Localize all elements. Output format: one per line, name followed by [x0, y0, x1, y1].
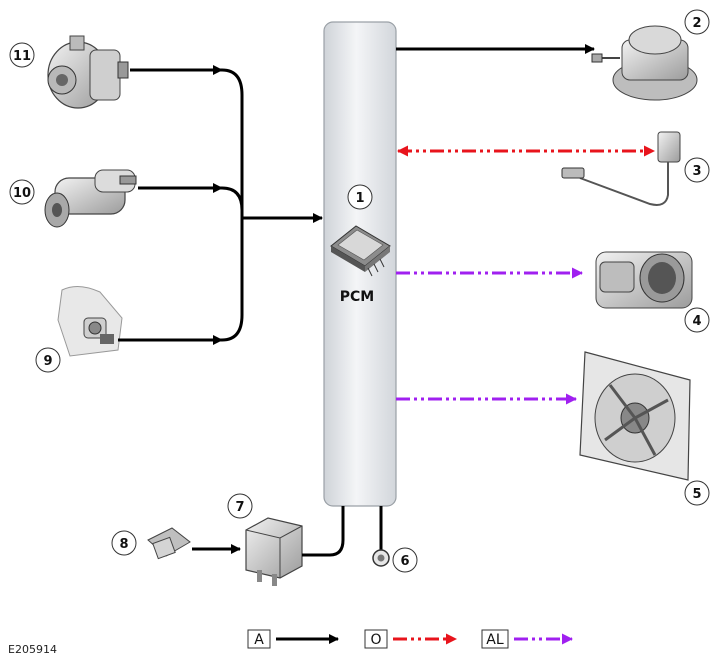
relay-7-illustration: [245, 517, 303, 586]
input-line-ignition-bus: [221, 218, 244, 342]
callout-1-label: 1: [355, 191, 364, 206]
callout-9-label: 9: [43, 354, 52, 369]
callout-2-label: 2: [692, 16, 701, 31]
cooling-fan-5-illustration: [579, 351, 691, 481]
callout-4: 4: [684, 307, 710, 333]
legend-al-code: AL: [486, 632, 504, 648]
starter-motor-illustration: [44, 169, 137, 228]
ignition-switch-illustration: [57, 286, 123, 357]
legend-item-a: A: [247, 629, 339, 649]
legend: A O AL: [247, 629, 573, 649]
ground-6-icon: [372, 549, 390, 567]
legend-a-code: A: [254, 632, 264, 648]
callout-6: 6: [392, 547, 418, 573]
callout-7: 7: [227, 493, 253, 519]
legend-item-o: O: [364, 629, 457, 649]
callout-2: 2: [684, 9, 710, 35]
input-line-alternator-bus: [221, 68, 244, 218]
alternator-illustration: [47, 35, 129, 109]
pcm-chip-icon: [330, 225, 391, 277]
input-lines: [118, 65, 323, 345]
callout-11: 11: [9, 42, 35, 68]
callout-11-label: 11: [13, 49, 31, 64]
pcm-label: PCM: [340, 289, 374, 305]
throttle-body-4-illustration: [595, 251, 693, 309]
callout-10: 10: [9, 179, 35, 205]
callout-6-label: 6: [400, 554, 409, 569]
callout-1: 1: [347, 184, 373, 210]
callout-5-label: 5: [692, 487, 701, 502]
callout-8-label: 8: [119, 537, 128, 552]
input-line-starter-bus: [221, 186, 244, 211]
fuse-8-illustration: [147, 527, 191, 560]
callout-10-label: 10: [13, 186, 31, 201]
sensor-3-illustration: [561, 131, 681, 206]
callout-3: 3: [684, 157, 710, 183]
component-2-illustration: [591, 25, 698, 101]
legend-item-al: AL: [481, 629, 573, 649]
relay-to-pcm-line: [302, 506, 345, 557]
callout-9: 9: [35, 347, 61, 373]
callout-4-label: 4: [692, 314, 701, 329]
figure-reference: E205914: [8, 643, 57, 656]
legend-o-code: O: [370, 632, 381, 648]
callout-3-label: 3: [692, 164, 701, 179]
callout-8: 8: [111, 530, 137, 556]
callout-5: 5: [684, 480, 710, 506]
callout-7-label: 7: [235, 500, 244, 515]
